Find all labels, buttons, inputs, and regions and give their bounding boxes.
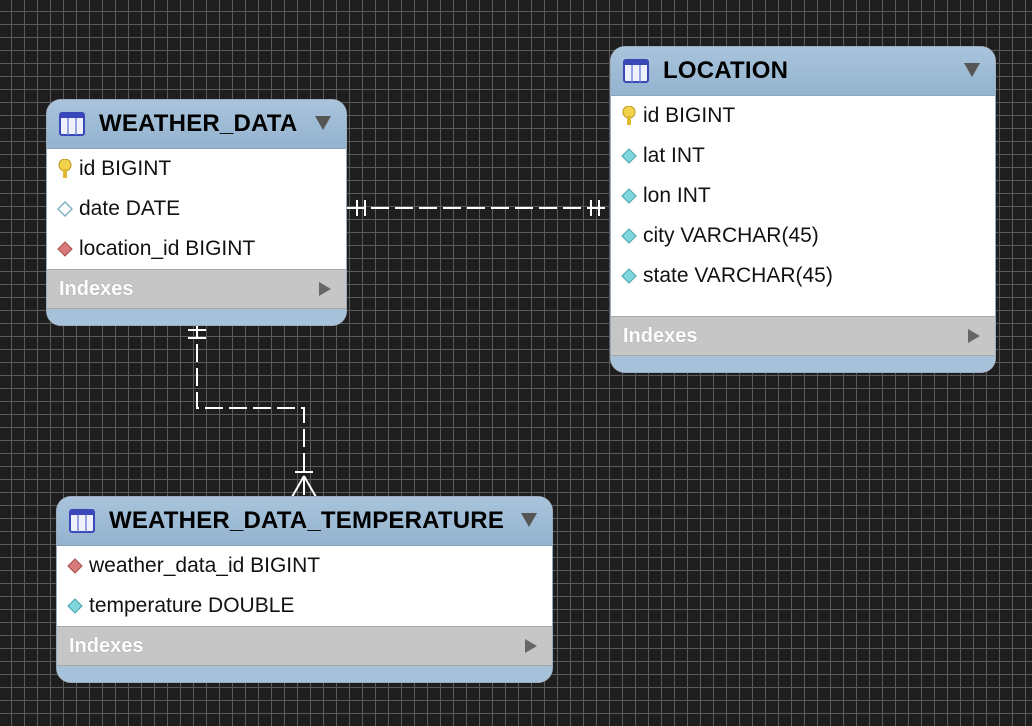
collapse-triangle-icon[interactable] [963,62,981,78]
column-not-null-icon [621,146,637,166]
column-label: lat INT [643,144,705,167]
table-header[interactable]: WEATHER_DATA [47,100,346,149]
indexes-label: Indexes [69,634,144,657]
column-row[interactable]: temperature DOUBLE [57,586,552,626]
expand-triangle-icon[interactable] [524,638,538,654]
table-icon [59,112,85,136]
column-not-null-icon [621,226,637,246]
expand-triangle-icon[interactable] [318,281,332,297]
table-title: WEATHER_DATA [99,110,298,137]
table-icon [69,509,95,533]
column-row[interactable]: city VARCHAR(45) [611,216,995,256]
table-weather-data[interactable]: WEATHER_DATA id BIGINT date DATE locatio… [47,100,346,325]
table-footer [611,356,995,372]
table-location[interactable]: LOCATION id BIGINT lat INT lon INT [611,47,995,372]
table-weather-data-temperature[interactable]: WEATHER_DATA_TEMPERATURE weather_data_id… [57,497,552,682]
column-row[interactable]: state VARCHAR(45) [611,256,995,296]
column-label: weather_data_id BIGINT [89,554,321,577]
table-icon [623,59,649,83]
column-label: temperature DOUBLE [89,594,295,617]
column-row[interactable]: date DATE [47,189,346,229]
table-title: LOCATION [663,57,789,84]
expand-triangle-icon[interactable] [967,328,981,344]
column-row[interactable]: lon INT [611,176,995,216]
column-label: city VARCHAR(45) [643,224,819,247]
column-label: state VARCHAR(45) [643,264,833,287]
indexes-section[interactable]: Indexes [611,316,995,356]
indexes-label: Indexes [623,324,698,347]
column-row[interactable]: id BIGINT [611,96,995,136]
foreign-key-icon [57,239,73,259]
collapse-triangle-icon[interactable] [314,115,332,131]
column-label: date DATE [79,197,181,220]
column-nullable-icon [57,199,73,219]
primary-key-icon [57,159,73,179]
foreign-key-icon [67,556,83,576]
table-footer [57,666,552,682]
indexes-section[interactable]: Indexes [47,269,346,309]
column-row[interactable]: id BIGINT [47,149,346,189]
table-header[interactable]: WEATHER_DATA_TEMPERATURE [57,497,552,546]
column-label: id BIGINT [79,157,172,180]
column-row[interactable]: weather_data_id BIGINT [57,546,552,586]
column-row[interactable]: location_id BIGINT [47,229,346,269]
primary-key-icon [621,106,637,126]
column-row[interactable]: lat INT [611,136,995,176]
column-not-null-icon [621,186,637,206]
table-footer [47,309,346,325]
collapse-triangle-icon[interactable] [520,512,538,528]
indexes-section[interactable]: Indexes [57,626,552,666]
relationship-weather-data-temperature [196,320,305,497]
column-label: lon INT [643,184,711,207]
table-title: WEATHER_DATA_TEMPERATURE [109,507,505,534]
column-not-null-icon [621,266,637,286]
indexes-label: Indexes [59,277,134,300]
column-not-null-icon [67,596,83,616]
column-label: location_id BIGINT [79,237,256,260]
table-header[interactable]: LOCATION [611,47,995,96]
column-label: id BIGINT [643,104,736,127]
